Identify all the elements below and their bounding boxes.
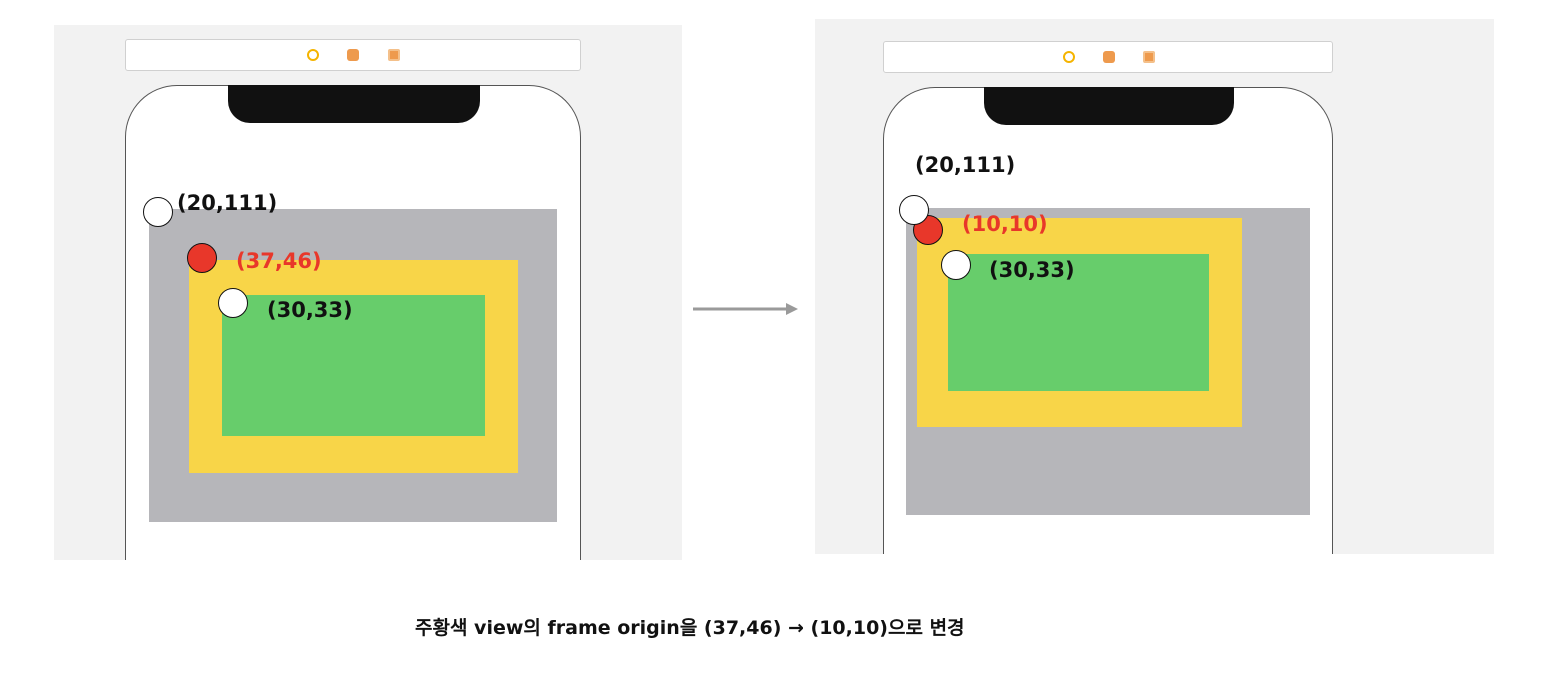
view-controller-icon[interactable] [1063, 51, 1075, 63]
gray-view-origin-marker [899, 195, 929, 225]
green-view-origin-label: (30,33) [989, 258, 1075, 282]
green-view-origin-marker [941, 250, 971, 280]
iphone-notch [984, 87, 1234, 125]
gray-view-origin-marker [143, 197, 173, 227]
storyboard-toolbar [883, 41, 1333, 73]
before-panel [54, 25, 682, 560]
first-responder-icon[interactable] [1103, 51, 1115, 63]
diagram-caption: 주황색 view의 frame origin을 (37,46) → (10,10… [415, 617, 965, 639]
storyboard-toolbar [125, 39, 581, 71]
gray-view-origin-label: (20,111) [915, 153, 1016, 177]
iphone-notch [228, 85, 480, 123]
view-controller-icon[interactable] [307, 49, 319, 61]
green-view-origin-label: (30,33) [267, 298, 353, 322]
yellow-view-origin-label: (10,10) [962, 212, 1048, 236]
green-view [948, 254, 1209, 391]
transition-arrow [693, 303, 798, 315]
after-panel [815, 19, 1494, 554]
yellow-view-origin-label: (37,46) [236, 249, 322, 273]
exit-icon[interactable] [1143, 51, 1155, 63]
gray-view-origin-label: (20,111) [177, 191, 278, 215]
green-view [222, 295, 485, 436]
yellow-view-origin-marker [187, 243, 217, 273]
first-responder-icon[interactable] [347, 49, 359, 61]
exit-icon[interactable] [388, 49, 400, 61]
green-view-origin-marker [218, 288, 248, 318]
